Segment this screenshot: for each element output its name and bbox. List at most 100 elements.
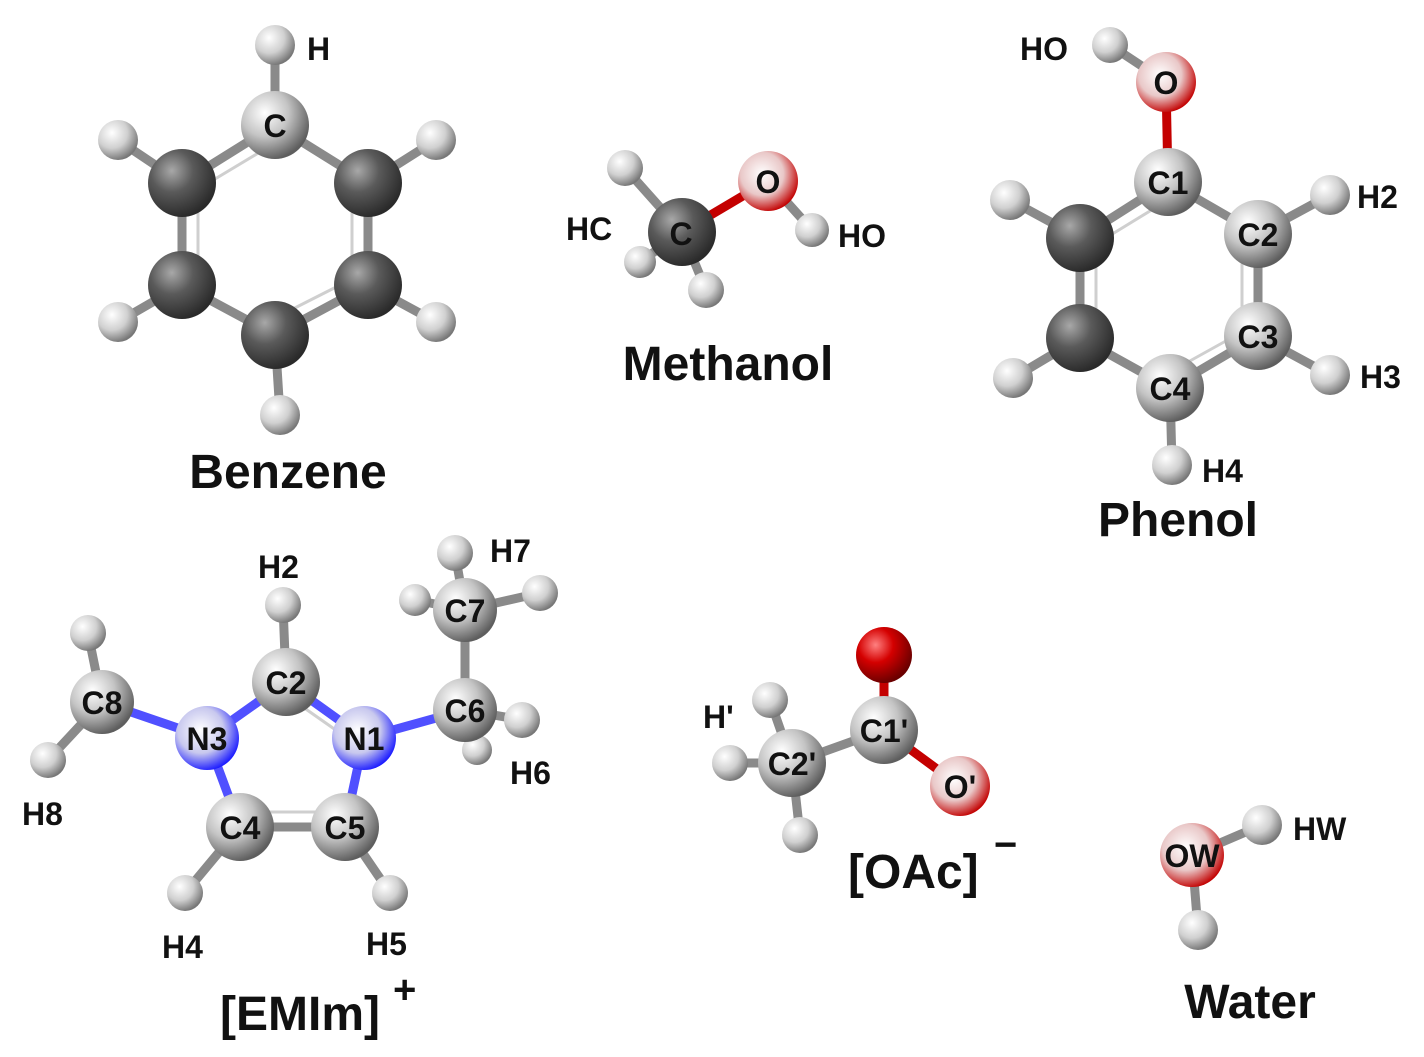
phenol-h4-label: H4 bbox=[1202, 453, 1243, 489]
emim-hydrogen-atom bbox=[265, 587, 301, 623]
phenol-h3-label: H3 bbox=[1360, 359, 1401, 395]
emim-carbon-atom bbox=[433, 678, 497, 742]
emim-c5-label: C5 bbox=[325, 810, 366, 846]
emim-hydrogen-atom bbox=[522, 575, 558, 611]
emim-h6-label: H6 bbox=[510, 755, 551, 791]
benzene-carbon-atom bbox=[241, 91, 309, 159]
acetate-carbon-atom bbox=[758, 729, 826, 797]
acetate-op-label: O' bbox=[944, 769, 977, 805]
emim-carbon-atom bbox=[311, 793, 379, 861]
phenol-carbon-atom bbox=[1224, 200, 1292, 268]
emim-n3-label: N3 bbox=[187, 721, 228, 757]
phenol-c3-label: C3 bbox=[1238, 319, 1279, 355]
phenol-h2-label: H2 bbox=[1357, 179, 1398, 215]
acetate-molecule: C1' C2' O' H' [OAc] − bbox=[703, 627, 1017, 899]
acetate-title: [OAc] bbox=[848, 846, 979, 899]
water-hw-label: HW bbox=[1293, 811, 1347, 847]
methanol-carbon-label: C bbox=[669, 216, 692, 252]
phenol-carbon-atom bbox=[1046, 204, 1114, 272]
methanol-hc-label: HC bbox=[566, 211, 612, 247]
emim-hydrogen-atom bbox=[437, 535, 473, 571]
methanol-hydrogen-atom bbox=[624, 246, 656, 278]
methanol-ho-label: HO bbox=[838, 218, 886, 254]
emim-carbon-atom bbox=[70, 670, 134, 734]
benzene-hydrogen-label: H bbox=[307, 31, 330, 67]
emim-h7-label: H7 bbox=[490, 533, 531, 569]
phenol-c4-label: C4 bbox=[1150, 371, 1191, 407]
emim-c4-label: C4 bbox=[220, 810, 261, 846]
methanol-oxygen-label: O bbox=[756, 164, 781, 200]
benzene-carbon-atom bbox=[148, 251, 216, 319]
methanol-title: Methanol bbox=[623, 338, 834, 391]
emim-hydrogen-atom bbox=[70, 615, 106, 651]
phenol-ho-label: HO bbox=[1020, 31, 1068, 67]
phenol-hydroxyl-hydrogen-atom bbox=[1092, 27, 1128, 63]
benzene-carbon-atom bbox=[334, 149, 402, 217]
benzene-hydrogen-atom bbox=[260, 395, 300, 435]
emim-hydrogen-atom bbox=[462, 735, 492, 765]
phenol-carbon-atom bbox=[1046, 304, 1114, 372]
benzene-hydrogen-atom bbox=[255, 25, 295, 65]
emim-charge: + bbox=[393, 968, 416, 1012]
water-hydrogen-atom bbox=[1242, 805, 1282, 845]
methanol-hydroxyl-hydrogen-atom bbox=[795, 213, 829, 247]
emim-h4-label: H4 bbox=[162, 929, 203, 965]
phenol-hydrogen-atom bbox=[1152, 445, 1192, 485]
phenol-hydrogen-atom bbox=[993, 358, 1033, 398]
emim-h5-label: H5 bbox=[366, 926, 407, 962]
benzene-title: Benzene bbox=[189, 446, 386, 499]
phenol-carbon-atom bbox=[1134, 148, 1202, 216]
benzene-molecule: C H Benzene bbox=[98, 25, 456, 499]
water-molecule: OW HW Water bbox=[1160, 805, 1347, 1029]
phenol-oxygen-atom bbox=[1136, 52, 1196, 112]
acetate-carbon-atom bbox=[850, 696, 918, 764]
water-oxygen-atom bbox=[1160, 823, 1224, 887]
emim-c8-label: C8 bbox=[82, 685, 123, 721]
acetate-hydrogen-atom bbox=[712, 745, 748, 781]
emim-hydrogen-atom bbox=[399, 584, 431, 616]
water-hydrogen-atom bbox=[1178, 910, 1218, 950]
emim-title: [EMIm] bbox=[220, 988, 380, 1041]
acetate-hydrogen-atom bbox=[782, 817, 818, 853]
phenol-carbon-atom bbox=[1224, 302, 1292, 370]
emim-c7-label: C7 bbox=[445, 593, 486, 629]
benzene-hydrogen-atom bbox=[416, 302, 456, 342]
phenol-hydrogen-atom bbox=[1310, 355, 1350, 395]
benzene-hydrogen-atom bbox=[416, 120, 456, 160]
emim-hydrogen-atom bbox=[372, 875, 408, 911]
water-ow-label: OW bbox=[1164, 838, 1220, 874]
emim-carbon-atom bbox=[206, 793, 274, 861]
acetate-hp-label: H' bbox=[703, 699, 734, 735]
emim-h8-label: H8 bbox=[22, 796, 63, 832]
phenol-carbon-atom bbox=[1136, 354, 1204, 422]
acetate-c2p-label: C2' bbox=[768, 746, 817, 782]
acetate-hydrogen-atom bbox=[752, 682, 788, 718]
emim-nitrogen-atom bbox=[332, 706, 396, 770]
benzene-carbon-atom bbox=[148, 149, 216, 217]
emim-c2-label: C2 bbox=[266, 665, 307, 701]
acetate-c1p-label: C1' bbox=[860, 713, 909, 749]
emim-carbon-atom bbox=[433, 578, 497, 642]
emim-carbon-atom bbox=[252, 648, 320, 716]
benzene-carbon-label: C bbox=[263, 108, 286, 144]
benzene-hydrogen-atom bbox=[98, 120, 138, 160]
methanol-molecule: C O HC HO Methanol bbox=[566, 150, 886, 391]
phenol-c2-label: C2 bbox=[1238, 217, 1279, 253]
benzene-carbon-atom bbox=[241, 301, 309, 369]
emim-c6-label: C6 bbox=[445, 693, 486, 729]
acetate-oxygen-atom bbox=[930, 756, 990, 816]
phenol-molecule: O C1 C2 C3 C4 HO H2 H3 H4 Phenol bbox=[990, 27, 1401, 547]
emim-n1-label: N1 bbox=[344, 721, 385, 757]
phenol-o-label: O bbox=[1154, 65, 1179, 101]
methanol-oxygen-atom bbox=[738, 151, 798, 211]
emim-hydrogen-atom bbox=[167, 875, 203, 911]
emim-hydrogen-atom bbox=[30, 742, 66, 778]
acetate-charge: − bbox=[994, 823, 1017, 867]
acetate-oxygen-atom bbox=[856, 627, 912, 683]
phenol-c1-label: C1 bbox=[1148, 165, 1189, 201]
emim-h2-label: H2 bbox=[258, 549, 299, 585]
phenol-title: Phenol bbox=[1098, 494, 1258, 547]
phenol-hydrogen-atom bbox=[990, 180, 1030, 220]
phenol-hydrogen-atom bbox=[1310, 175, 1350, 215]
